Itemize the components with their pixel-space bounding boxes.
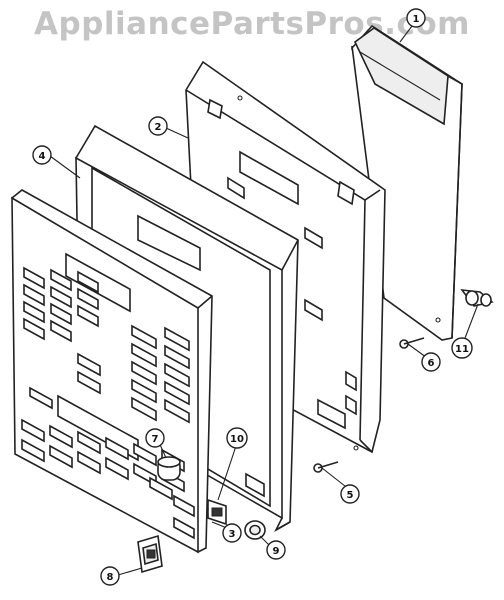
panel-key-bottom-12 [149,476,173,501]
panel-key-left-12 [77,370,101,395]
callout-2: 2 [148,116,168,136]
panel-key-right-9 [164,398,190,424]
panel-key-bottom-3 [105,436,129,461]
panel-key-bottom-0 [21,418,45,443]
part-front-control-panel [10,189,213,554]
panel-key-right-6 [131,378,157,404]
panel-key-left-3 [23,283,45,307]
panel-key-right-8 [131,396,157,422]
panel-key-left-1 [50,268,72,292]
panel-key-left-0 [23,266,45,290]
part-knob [157,456,181,481]
panel-key-bottom-8 [77,450,101,475]
panel-key-right-4 [131,360,157,386]
part-grommet [244,520,266,540]
callout-8-label: 8 [107,572,114,583]
callout-1: 1 [406,8,426,28]
callout-11-label: 11 [455,344,469,355]
callout-6: 6 [421,352,441,372]
panel-key-right-2 [131,342,157,368]
callout-5-label: 5 [347,490,354,501]
panel-key-bottom-1 [49,424,73,449]
callout-7-label: 7 [152,434,159,445]
panel-key-left-8 [77,304,99,328]
panel-key-left-11 [77,352,101,377]
panel-key-left-10 [50,319,72,343]
panel-key-right-7 [164,380,190,406]
part-screw-5 [313,461,339,473]
callout-11: 11 [451,337,473,359]
callout-4-label: 4 [39,151,46,162]
panel-key-bottom-9 [105,456,129,481]
callout-10: 10 [226,427,248,449]
panel-key-bottom-7 [49,444,73,469]
panel-key-right-3 [164,344,190,370]
part-label [207,498,227,526]
callout-9: 9 [266,540,286,560]
panel-key-left-9 [23,317,45,341]
panel-key-right-5 [164,362,190,388]
callout-3-label: 3 [229,529,236,540]
panel-key-bottom-14 [173,516,195,540]
panel-key-bottom-2 [77,430,101,455]
callout-9-label: 9 [273,546,280,557]
callouts: 1 2 3 4 5 6 7 8 9 10 11 [32,8,473,586]
callout-10-label: 10 [230,434,244,445]
callout-1-label: 1 [413,14,420,25]
panel-key-left-2 [77,270,99,294]
callout-7: 7 [145,428,165,448]
callout-3: 3 [222,523,242,543]
watermark: AppliancePartsPros.com [34,6,470,42]
callout-2-label: 2 [155,122,162,133]
panel-key-left-6 [23,300,45,324]
panel-key-left-4 [50,285,72,309]
panel-key-left-7 [50,302,72,326]
callout-5: 5 [340,484,360,504]
panel-key-right-0 [131,324,157,350]
callout-4: 4 [32,145,52,165]
callout-6-label: 6 [428,358,435,369]
part-rocker-switch [137,534,163,574]
panel-key-right-1 [164,326,190,352]
part-plug [460,289,494,307]
panel-key-bottom-13 [173,494,195,518]
panel-key-left-5 [77,287,99,311]
panel-key-bottom-4 [133,442,157,467]
panel-key-bottom-6 [21,438,45,463]
callout-8: 8 [100,566,120,586]
panel-key-lower-0 [29,386,53,410]
